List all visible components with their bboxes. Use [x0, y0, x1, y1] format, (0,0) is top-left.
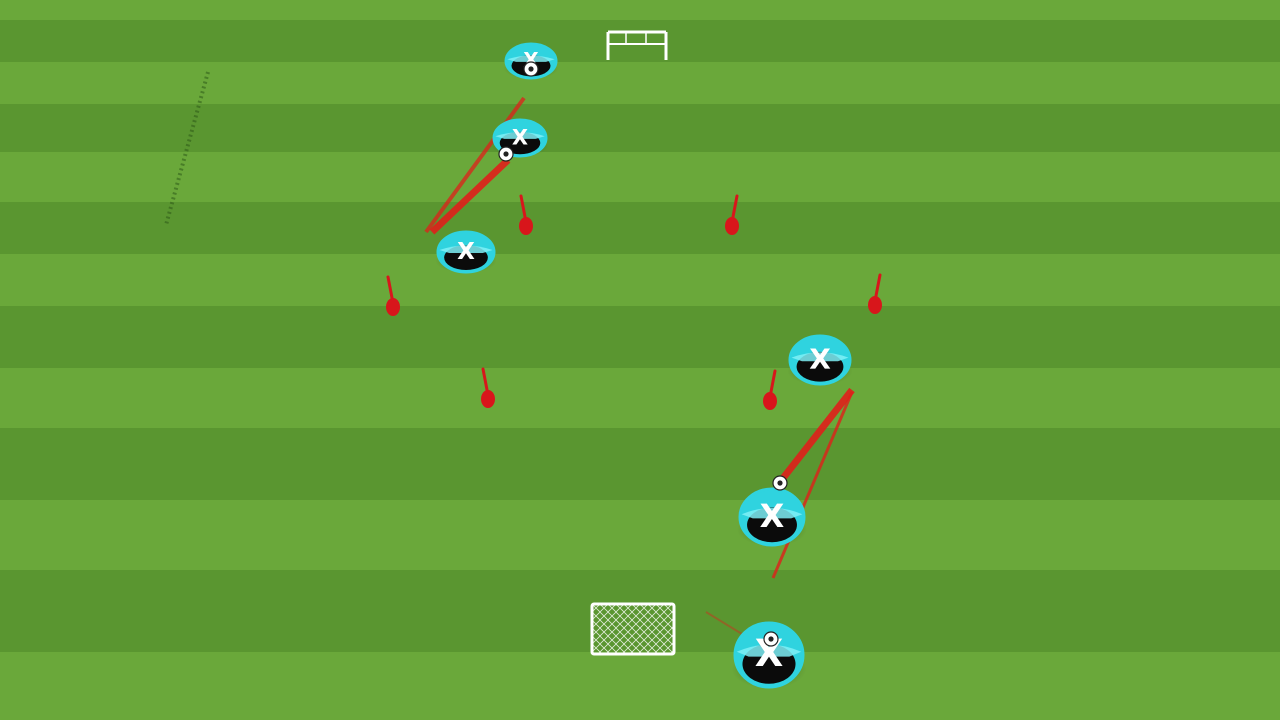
- soccer-ball-icon: [523, 61, 539, 77]
- marker-cone-icon: [763, 369, 777, 410]
- player-bottom-goal: X: [731, 621, 807, 689]
- pitch-stripe: [0, 202, 1280, 254]
- soccer-ball-icon: [772, 475, 788, 491]
- pass-line: [429, 157, 511, 235]
- player-top-middle: X: [491, 118, 549, 162]
- player-bottom-middle: X: [736, 475, 808, 547]
- soccer-ball-icon: [498, 146, 514, 162]
- player-x-label: X: [760, 497, 785, 535]
- player-bottom-upper: X: [787, 334, 853, 386]
- pitch-stripe: [0, 500, 1280, 570]
- pitch-stripe: [0, 368, 1280, 428]
- pitch-stripe: [0, 152, 1280, 202]
- top-goal: [606, 30, 668, 60]
- pitch-stripe: [0, 254, 1280, 306]
- players: X X X X X X: [435, 42, 853, 689]
- pass-line: [771, 391, 854, 579]
- marker-cone-icon: [481, 367, 495, 408]
- pitch-stripe: [0, 0, 1280, 20]
- pitch-stripe: [0, 652, 1280, 720]
- player-x-icon: X: [738, 487, 806, 547]
- marker-cone-icon: [868, 273, 882, 314]
- marker-cone-icon: [386, 275, 400, 316]
- player-x-label: X: [457, 239, 475, 265]
- pitch-stripe: [0, 428, 1280, 500]
- pitch-stripe: [0, 104, 1280, 152]
- bottom-goal: [590, 602, 676, 656]
- player-top-goal: X: [503, 42, 559, 80]
- pass-line: [777, 387, 855, 485]
- marker-cone-icon: [519, 194, 533, 235]
- player-x-label: X: [809, 342, 831, 375]
- marker-cone-icon: [725, 194, 739, 235]
- player-top-lower: X: [435, 230, 497, 274]
- pass-line: [705, 611, 743, 635]
- soccer-ball-icon: [763, 631, 779, 647]
- player-x-icon: X: [788, 334, 852, 386]
- player-x-label: X: [512, 125, 528, 149]
- player-x-icon: X: [436, 230, 496, 274]
- pass-lines: [424, 96, 855, 635]
- pass-line: [424, 96, 526, 234]
- pitch-mark: [164, 71, 210, 226]
- pitch-stripe: [0, 20, 1280, 62]
- cones: [386, 194, 882, 410]
- pitch-stripe: [0, 306, 1280, 368]
- pitch-stripe: [0, 62, 1280, 104]
